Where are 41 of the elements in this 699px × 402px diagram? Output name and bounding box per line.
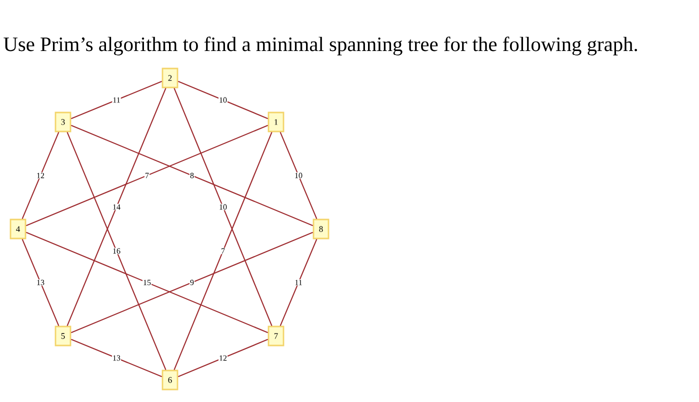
graph-edge — [22, 132, 60, 219]
vertex-box: 8 — [312, 218, 330, 240]
edge-label: 15 — [142, 279, 152, 286]
edge-label: 10 — [218, 96, 228, 104]
graph-edge — [22, 238, 60, 326]
graph-edge — [280, 238, 318, 326]
graph-edge — [26, 124, 268, 226]
graph-edge — [174, 88, 272, 326]
vertex-box: 5 — [54, 326, 72, 346]
edge-label: 14 — [112, 204, 121, 210]
edge-label: 16 — [112, 248, 121, 254]
edge-label: 12 — [218, 354, 228, 362]
graph-edge — [280, 132, 318, 219]
vertex-box: 2 — [162, 68, 178, 88]
edge-label: 7 — [144, 172, 150, 179]
graph-edge — [178, 338, 268, 378]
edge-label: 11 — [112, 96, 121, 104]
graph-edge — [70, 232, 314, 334]
heading: Use Prim’s algorithm to find a minimal spanning tree for the following graph. — [4, 36, 638, 56]
graph-edge — [70, 124, 314, 226]
graph-edge — [66, 132, 166, 370]
edge-label: 10 — [218, 204, 228, 210]
graph-edge — [71, 338, 162, 378]
edge-label: 12 — [36, 172, 45, 179]
vertex-box: 7 — [268, 326, 284, 346]
edge-label: 13 — [36, 279, 45, 286]
edge-label: 10 — [294, 172, 303, 179]
graph-edge — [178, 80, 268, 120]
vertex-box: 1 — [268, 112, 284, 132]
graph-edge — [71, 80, 162, 120]
graph-edge — [174, 132, 272, 370]
edge-label: 7 — [220, 248, 226, 254]
graph-edge — [66, 88, 166, 326]
edge-label: 13 — [112, 354, 121, 362]
edge-label: 11 — [294, 279, 303, 286]
vertex-box: 4 — [10, 218, 26, 240]
graph-edge — [26, 232, 268, 334]
edge-label: 9 — [190, 279, 194, 286]
vertex-box: 6 — [162, 370, 178, 390]
vertex-box: 3 — [54, 112, 72, 132]
edge-label: 8 — [190, 172, 194, 179]
